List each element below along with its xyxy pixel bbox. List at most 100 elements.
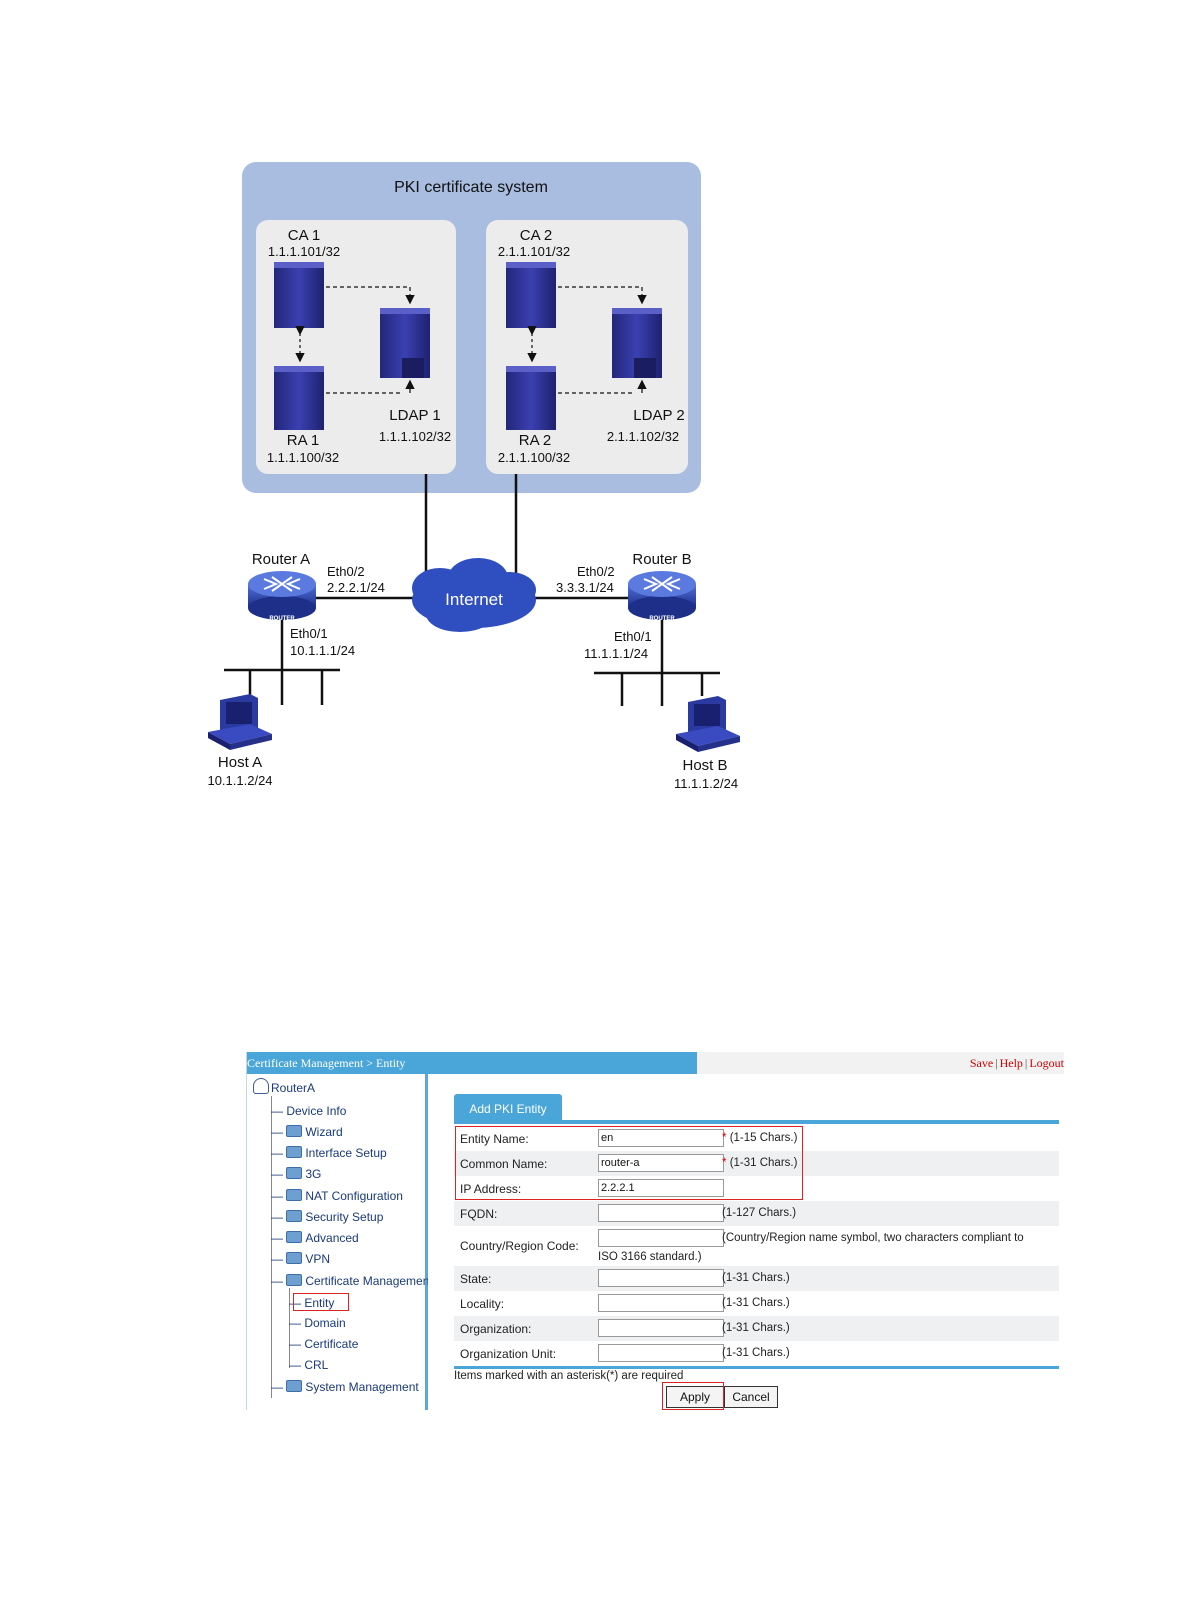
apply-button[interactable]: Apply	[666, 1386, 724, 1408]
ra1-server-icon	[274, 366, 324, 430]
nav-label: System Management	[305, 1380, 419, 1394]
host-a-label: Host A	[218, 754, 262, 771]
folder-icon	[286, 1146, 303, 1158]
ca1-label: CA 1	[288, 227, 321, 244]
nav-item-advanced[interactable]: — Advanced	[271, 1231, 359, 1245]
nav-root[interactable]: RouterA	[253, 1078, 315, 1095]
help-link[interactable]: Help	[999, 1056, 1023, 1070]
required-asterisk: *	[722, 1157, 727, 1169]
country-label: Country/Region Code:	[460, 1239, 579, 1253]
ra1-ip: 1.1.1.100/32	[267, 450, 339, 465]
tab-underline	[454, 1120, 1059, 1124]
tab-add-pki-entity[interactable]: Add PKI Entity	[454, 1094, 562, 1120]
internet-label: Internet	[445, 590, 503, 609]
organization-hint: (1-31 Chars.)	[722, 1322, 790, 1334]
nav-item-domain[interactable]: — Domain	[289, 1316, 346, 1330]
nav-item-system-management[interactable]: — System Management	[271, 1380, 419, 1394]
nav-label: Interface Setup	[305, 1146, 387, 1160]
router-b-icon: ROUTER	[628, 571, 696, 622]
nav-item-3g[interactable]: — 3G	[271, 1167, 322, 1181]
locality-input[interactable]	[598, 1294, 724, 1312]
save-link[interactable]: Save	[969, 1056, 994, 1070]
fqdn-row: FQDN: (1-127 Chars.)	[454, 1201, 1059, 1226]
nav-label: NAT Configuration	[305, 1189, 403, 1203]
ra2-ip: 2.1.1.100/32	[498, 450, 570, 465]
nav-item-security-setup[interactable]: — Security Setup	[271, 1210, 384, 1224]
organization-input[interactable]	[598, 1319, 724, 1337]
router-b-eth01: Eth0/1	[614, 629, 652, 644]
ra1-label: RA 1	[287, 432, 320, 449]
ca1-server-icon	[274, 262, 324, 328]
router-b-eth02-ip: 3.3.3.1/24	[556, 580, 614, 595]
nav-item-certificate-management[interactable]: — Certificate Management	[271, 1274, 433, 1288]
nav-item-vpn[interactable]: — VPN	[271, 1252, 331, 1266]
host-b-ip: 11.1.1.2/24	[674, 776, 738, 791]
router-a-eth01-ip: 10.1.1.1/24	[290, 643, 355, 658]
router-a-label: Router A	[252, 551, 310, 568]
nav-label: Security Setup	[305, 1210, 384, 1224]
state-input[interactable]	[598, 1269, 724, 1287]
common-name-row: Common Name: router-a * (1-31 Chars.)	[454, 1151, 1059, 1176]
link-separator: |	[1024, 1056, 1028, 1070]
organization-label: Organization:	[460, 1322, 532, 1336]
common-name-input[interactable]: router-a	[598, 1154, 724, 1172]
router-a-icon: ROUTER	[248, 571, 316, 622]
ra2-server-icon	[506, 366, 556, 430]
folder-icon	[286, 1380, 303, 1392]
entity-name-input[interactable]: en	[598, 1129, 724, 1147]
nav-label: 3G	[305, 1167, 322, 1181]
common-name-hint: * (1-31 Chars.)	[722, 1157, 797, 1169]
nav-label: CRL	[304, 1358, 329, 1372]
required-fields-highlight	[455, 1126, 803, 1200]
cancel-button[interactable]: Cancel	[724, 1386, 778, 1408]
ip-address-input[interactable]: 2.2.2.1	[598, 1179, 724, 1197]
router-b-eth02: Eth0/2	[577, 564, 615, 579]
ldap1-ip: 1.1.1.102/32	[379, 429, 451, 444]
breadcrumb: Certificate Management > Entity	[247, 1056, 406, 1070]
content-panel: Add PKI Entity Entity Name: en * (1-15 C…	[428, 1074, 1064, 1410]
tree-line	[289, 1288, 290, 1368]
nav-label: Wizard	[305, 1125, 343, 1139]
logout-link[interactable]: Logout	[1029, 1056, 1064, 1070]
locality-hint: (1-31 Chars.)	[722, 1297, 790, 1309]
tree-line	[271, 1096, 272, 1398]
fqdn-input[interactable]	[598, 1204, 724, 1222]
nav-item-entity[interactable]: — Entity	[289, 1296, 335, 1310]
nav-item-crl[interactable]: — CRL	[289, 1358, 329, 1372]
nav-root-label: RouterA	[271, 1081, 316, 1095]
router-a-eth01: Eth0/1	[290, 626, 328, 641]
ldap2-server-icon	[612, 308, 662, 378]
fqdn-hint: (1-127 Chars.)	[722, 1207, 797, 1219]
nav-item-device-info[interactable]: — Device Info	[271, 1104, 347, 1118]
apply-highlight	[662, 1382, 724, 1410]
router-a-eth02: Eth0/2	[327, 564, 365, 579]
org-unit-label: Organization Unit:	[460, 1347, 557, 1361]
nav-item-certificate[interactable]: — Certificate	[289, 1337, 359, 1351]
nav-label: Domain	[304, 1316, 346, 1330]
entity-highlight	[293, 1293, 349, 1311]
org-unit-input[interactable]	[598, 1344, 724, 1362]
ra2-label: RA 2	[519, 432, 552, 449]
router-b-label: Router B	[632, 551, 691, 568]
country-input[interactable]	[598, 1229, 724, 1247]
nav-item-nat[interactable]: — NAT Configuration	[271, 1189, 403, 1203]
ldap2-label: LDAP 2	[633, 407, 684, 424]
host-b-computer-icon	[676, 696, 740, 752]
nav-label: Advanced	[305, 1231, 359, 1245]
ldap2-ip: 2.1.1.102/32	[607, 429, 679, 444]
organization-row: Organization: (1-31 Chars.)	[454, 1316, 1059, 1341]
nav-item-wizard[interactable]: — Wizard	[271, 1125, 343, 1139]
top-bar: Certificate Management > Entity Save |Hel…	[247, 1052, 1064, 1074]
web-config-screenshot: Certificate Management > Entity Save |Hel…	[246, 1052, 1064, 1410]
host-b-label: Host B	[682, 757, 727, 774]
locality-row: Locality: (1-31 Chars.)	[454, 1291, 1059, 1316]
state-hint: (1-31 Chars.)	[722, 1272, 790, 1284]
top-links: Save|Help|Logout	[970, 1056, 1064, 1071]
nav-item-interface-setup[interactable]: — Interface Setup	[271, 1146, 387, 1160]
nav-label: Device Info	[286, 1104, 347, 1118]
users-icon	[253, 1078, 269, 1094]
ldap1-server-icon	[380, 308, 430, 378]
folder-open-icon	[286, 1274, 303, 1286]
hint-text: (1-31 Chars.)	[729, 1157, 798, 1169]
router-b-eth01-ip: 11.1.1.1/24	[584, 646, 648, 661]
